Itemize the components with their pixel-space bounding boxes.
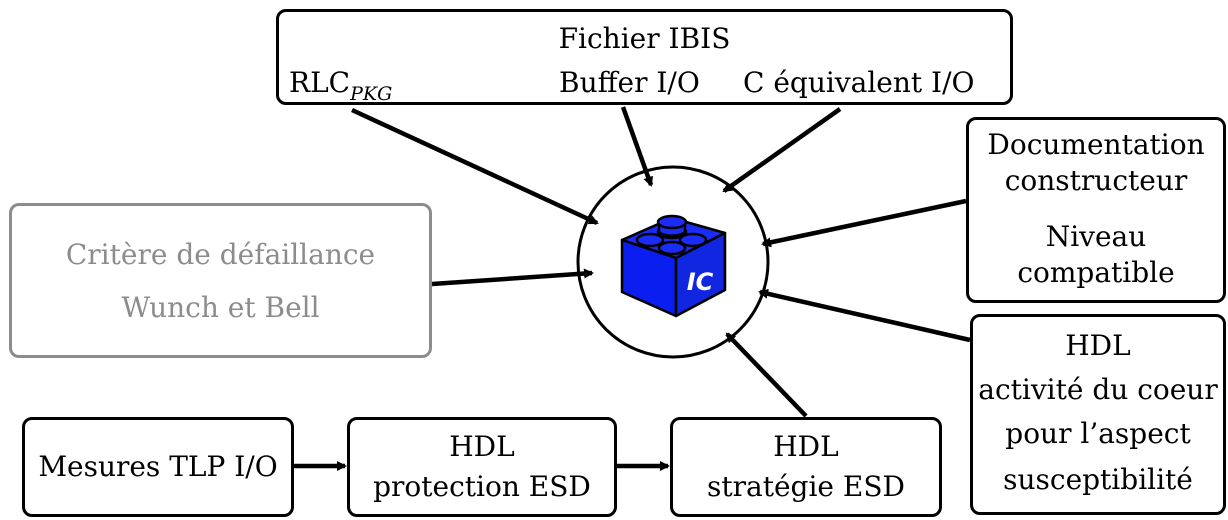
critere-box: Critère de défaillance Wunch et Bell <box>9 203 432 358</box>
hdl-core-box: HDL activité du coeur pour l’aspect susc… <box>970 314 1226 515</box>
critere-line2: Wunch et Bell <box>121 291 320 324</box>
ibis-buffer: Buffer I/O <box>559 66 700 99</box>
doc-line3: Niveau <box>1045 220 1147 253</box>
ic-label: IC <box>687 268 714 296</box>
arrow-doc <box>761 198 967 248</box>
tlp-box: Mesures TLP I/O <box>22 417 294 517</box>
tlp-label: Mesures TLP I/O <box>38 450 278 483</box>
ibis-c-equivalent: C équivalent I/O <box>743 66 975 99</box>
doc-line1: Documentation <box>987 128 1205 161</box>
hdl-core-line4: susceptibilité <box>1003 463 1193 496</box>
hdl-protection-line1: HDL <box>449 430 515 463</box>
doc-line4: compatible <box>1017 256 1175 289</box>
ibis-title: Fichier IBIS <box>558 22 731 55</box>
ibis-rlc: RLCPKG <box>289 66 393 105</box>
ibis-rlc-label: RLC <box>289 66 351 99</box>
ibis-box: Fichier IBIS RLCPKG Buffer I/O C équival… <box>276 9 1013 105</box>
hdl-strategie-line2: stratégie ESD <box>707 470 905 503</box>
hdl-strategie-box: HDL stratégie ESD <box>670 417 942 517</box>
arrow-hdl-core <box>758 288 971 343</box>
critere-line1: Critère de défaillance <box>65 238 376 271</box>
doc-line2: constructeur <box>1004 164 1188 197</box>
doc-box: Documentation constructeur Niveau compat… <box>966 117 1226 303</box>
hdl-core-line2: activité du coeur <box>978 373 1218 406</box>
arrow-rlc <box>351 107 599 226</box>
hdl-protection-line2: protection ESD <box>373 470 591 503</box>
arrow-strategie <box>725 332 808 418</box>
ic-chip-icon <box>620 214 727 318</box>
hdl-strategie-line1: HDL <box>773 430 839 463</box>
hdl-core-line3: pour l’aspect <box>1005 417 1191 450</box>
arrow-buffer <box>620 106 654 187</box>
arrow-critere <box>431 268 594 287</box>
arrow-cequiv <box>722 107 842 193</box>
hdl-core-line1: HDL <box>1065 329 1131 362</box>
ibis-rlc-sub: PKG <box>350 83 393 105</box>
hdl-protection-box: HDL protection ESD <box>347 417 617 517</box>
